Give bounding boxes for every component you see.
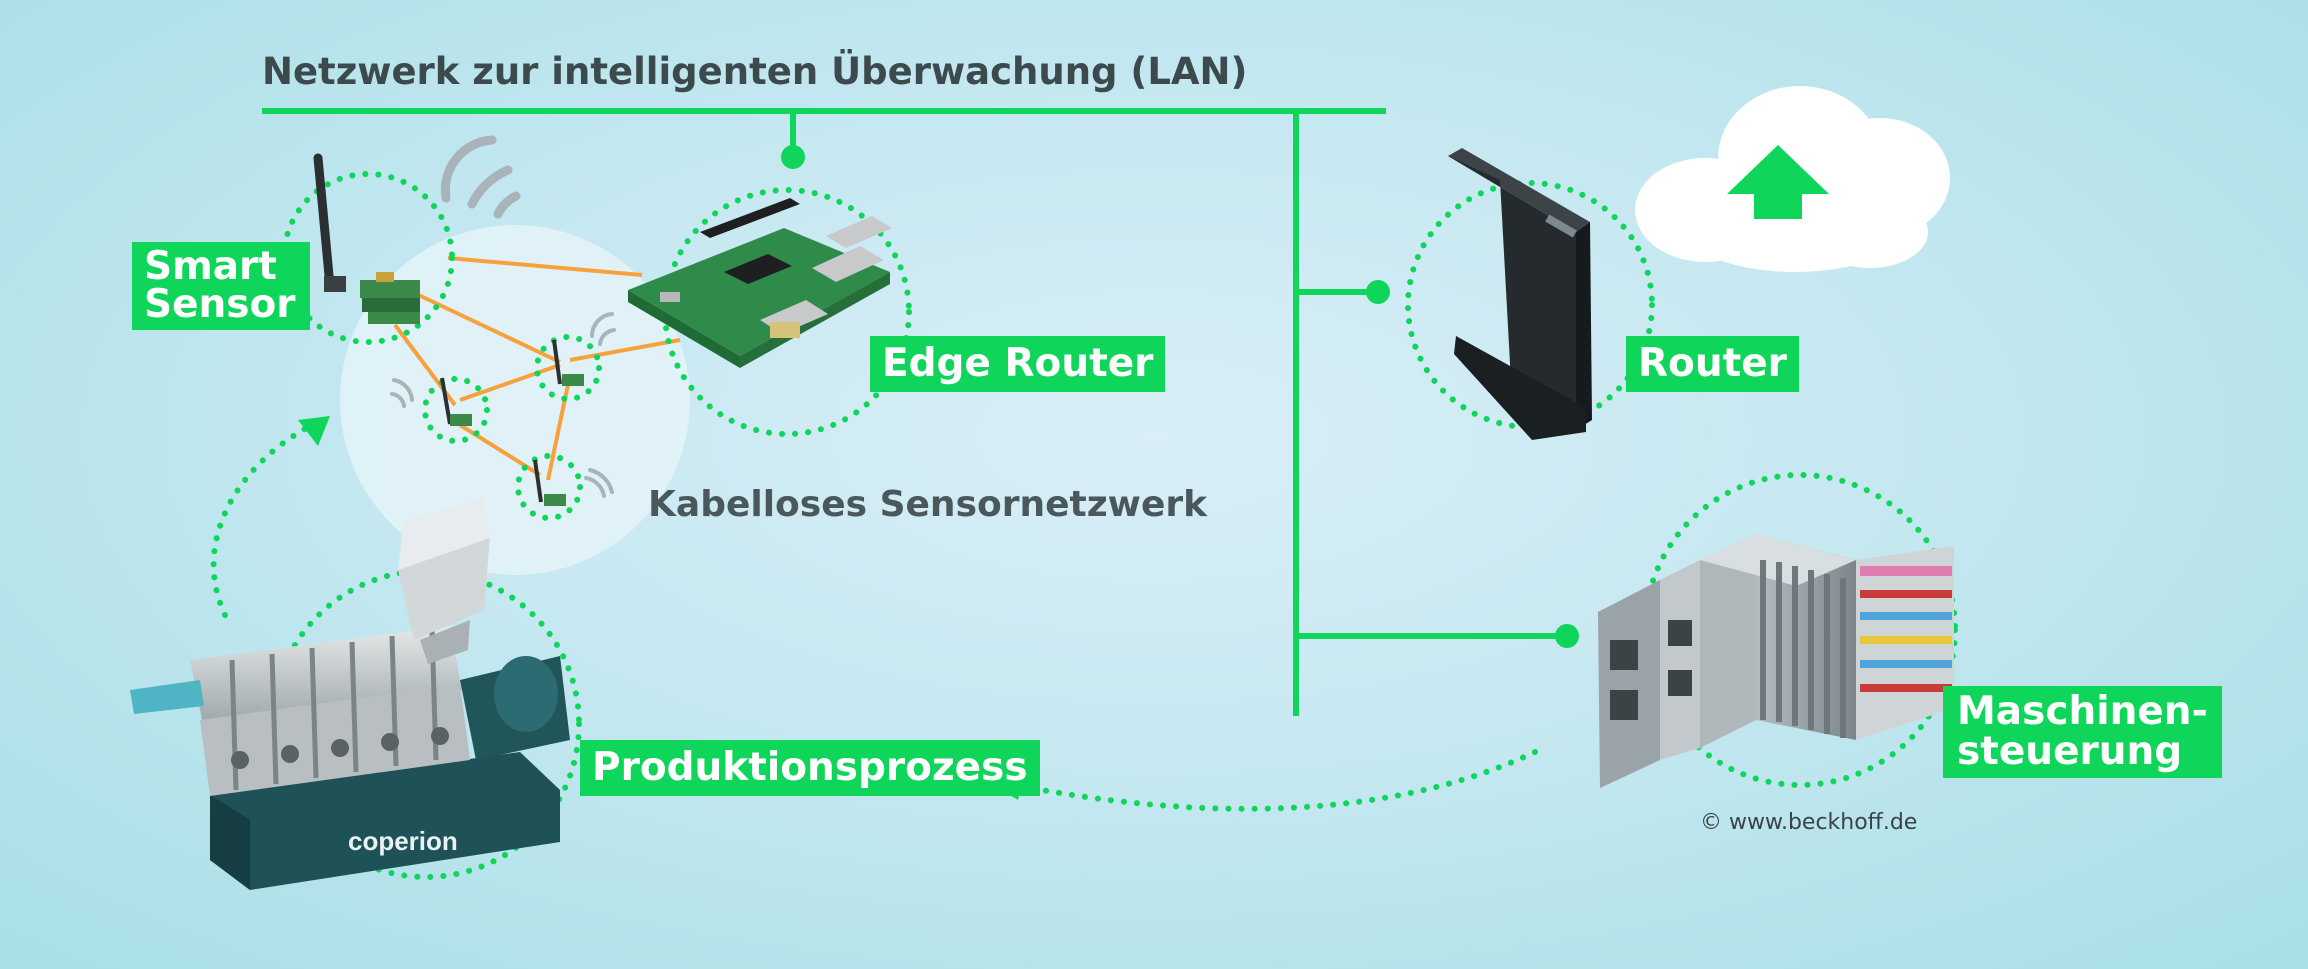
lan-bus — [262, 108, 1567, 716]
copyright-credit: © www.beckhoff.de — [1700, 810, 1918, 835]
mesh-node-circle — [534, 334, 602, 402]
lan-node-edge-router — [781, 145, 805, 169]
extruder-machine: coperion — [130, 498, 570, 890]
wifi-signal-icon — [440, 135, 521, 219]
wifi-signal-icon — [390, 312, 616, 498]
smart-sensor-label: Smart Sensor — [132, 242, 310, 330]
machine-control-label-line2: steuerung — [1957, 729, 2183, 774]
mesh-node-circle — [515, 453, 583, 521]
edge-router-board — [628, 198, 892, 368]
smart-sensor-label-line2: Sensor — [144, 282, 296, 327]
sensor-arrowhead — [298, 416, 330, 446]
smart-sensor-device — [313, 153, 420, 324]
production-process-label: Produktionsprozess — [580, 740, 1040, 796]
lan-nodes — [781, 145, 1579, 648]
router-circle — [1405, 180, 1655, 430]
lan-node-router — [1366, 280, 1390, 304]
control-arrow-to-production — [995, 749, 1538, 812]
upload-arrow-icon — [1727, 145, 1829, 219]
smart-sensor-label-line1: Smart — [144, 244, 277, 289]
feedback-arrow-to-sensor — [210, 419, 323, 618]
machine-control-label: Maschinen- steuerung — [1943, 686, 2222, 778]
plc-device — [1598, 534, 1954, 788]
mesh-node-circle — [422, 376, 490, 444]
router-label: Router — [1626, 336, 1799, 392]
network-title: Netzwerk zur intelligenten Überwachung (… — [262, 50, 1248, 93]
edge-router-label: Edge Router — [870, 336, 1166, 392]
mesh-sensor-devices — [440, 339, 584, 506]
wireless-network-caption: Kabelloses Sensornetzwerk — [648, 484, 1208, 525]
extruder-brand-label: coperion — [348, 826, 458, 856]
edge-router-circle — [662, 187, 912, 437]
lan-node-machine-control — [1555, 624, 1579, 648]
router-device — [1448, 148, 1592, 440]
machine-control-label-line1: Maschinen- — [1957, 689, 2208, 734]
